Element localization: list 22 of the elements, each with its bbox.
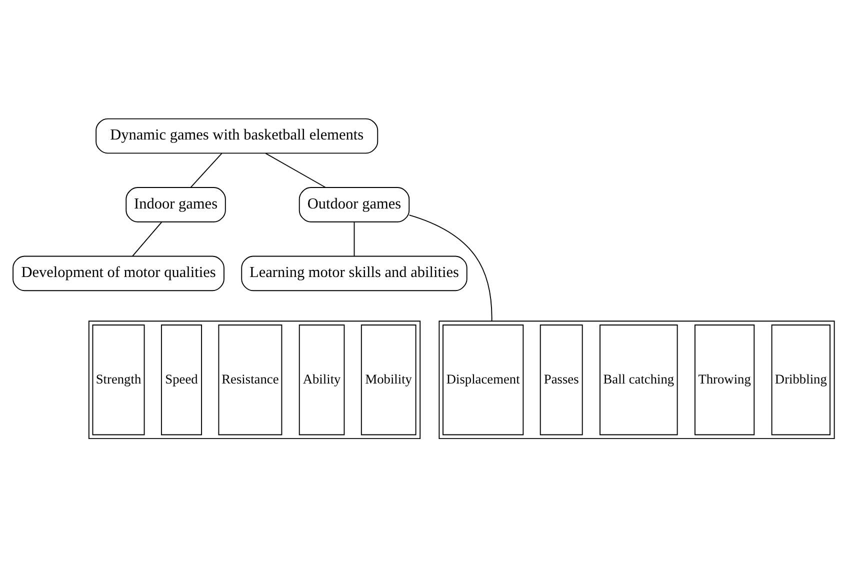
connector [265,152,326,188]
node-box: Ball catching [600,324,678,436]
connector [354,222,355,257]
node-box: Speed [160,324,202,436]
connector [132,222,162,257]
node-box: Learning motor skills and abilities [241,256,468,292]
node-box: Dynamic games with basketball elements [96,118,378,154]
connector [408,214,492,322]
node-box: Outdoor games [298,187,410,222]
node-box: Strength [92,324,145,436]
node-box: Dribbling [771,324,830,436]
cluster [88,320,421,440]
node-box: Throwing [694,324,755,436]
node-box: Displacement [442,324,524,436]
node-box: Development of motor qualities [12,256,224,292]
connector [190,152,222,188]
node-box: Passes [540,324,583,436]
node-box: Mobility [360,324,416,436]
node-box: Indoor games [126,187,226,222]
node-box: Resistance [218,324,282,436]
cluster [438,320,835,440]
node-box: Ability [298,324,345,436]
